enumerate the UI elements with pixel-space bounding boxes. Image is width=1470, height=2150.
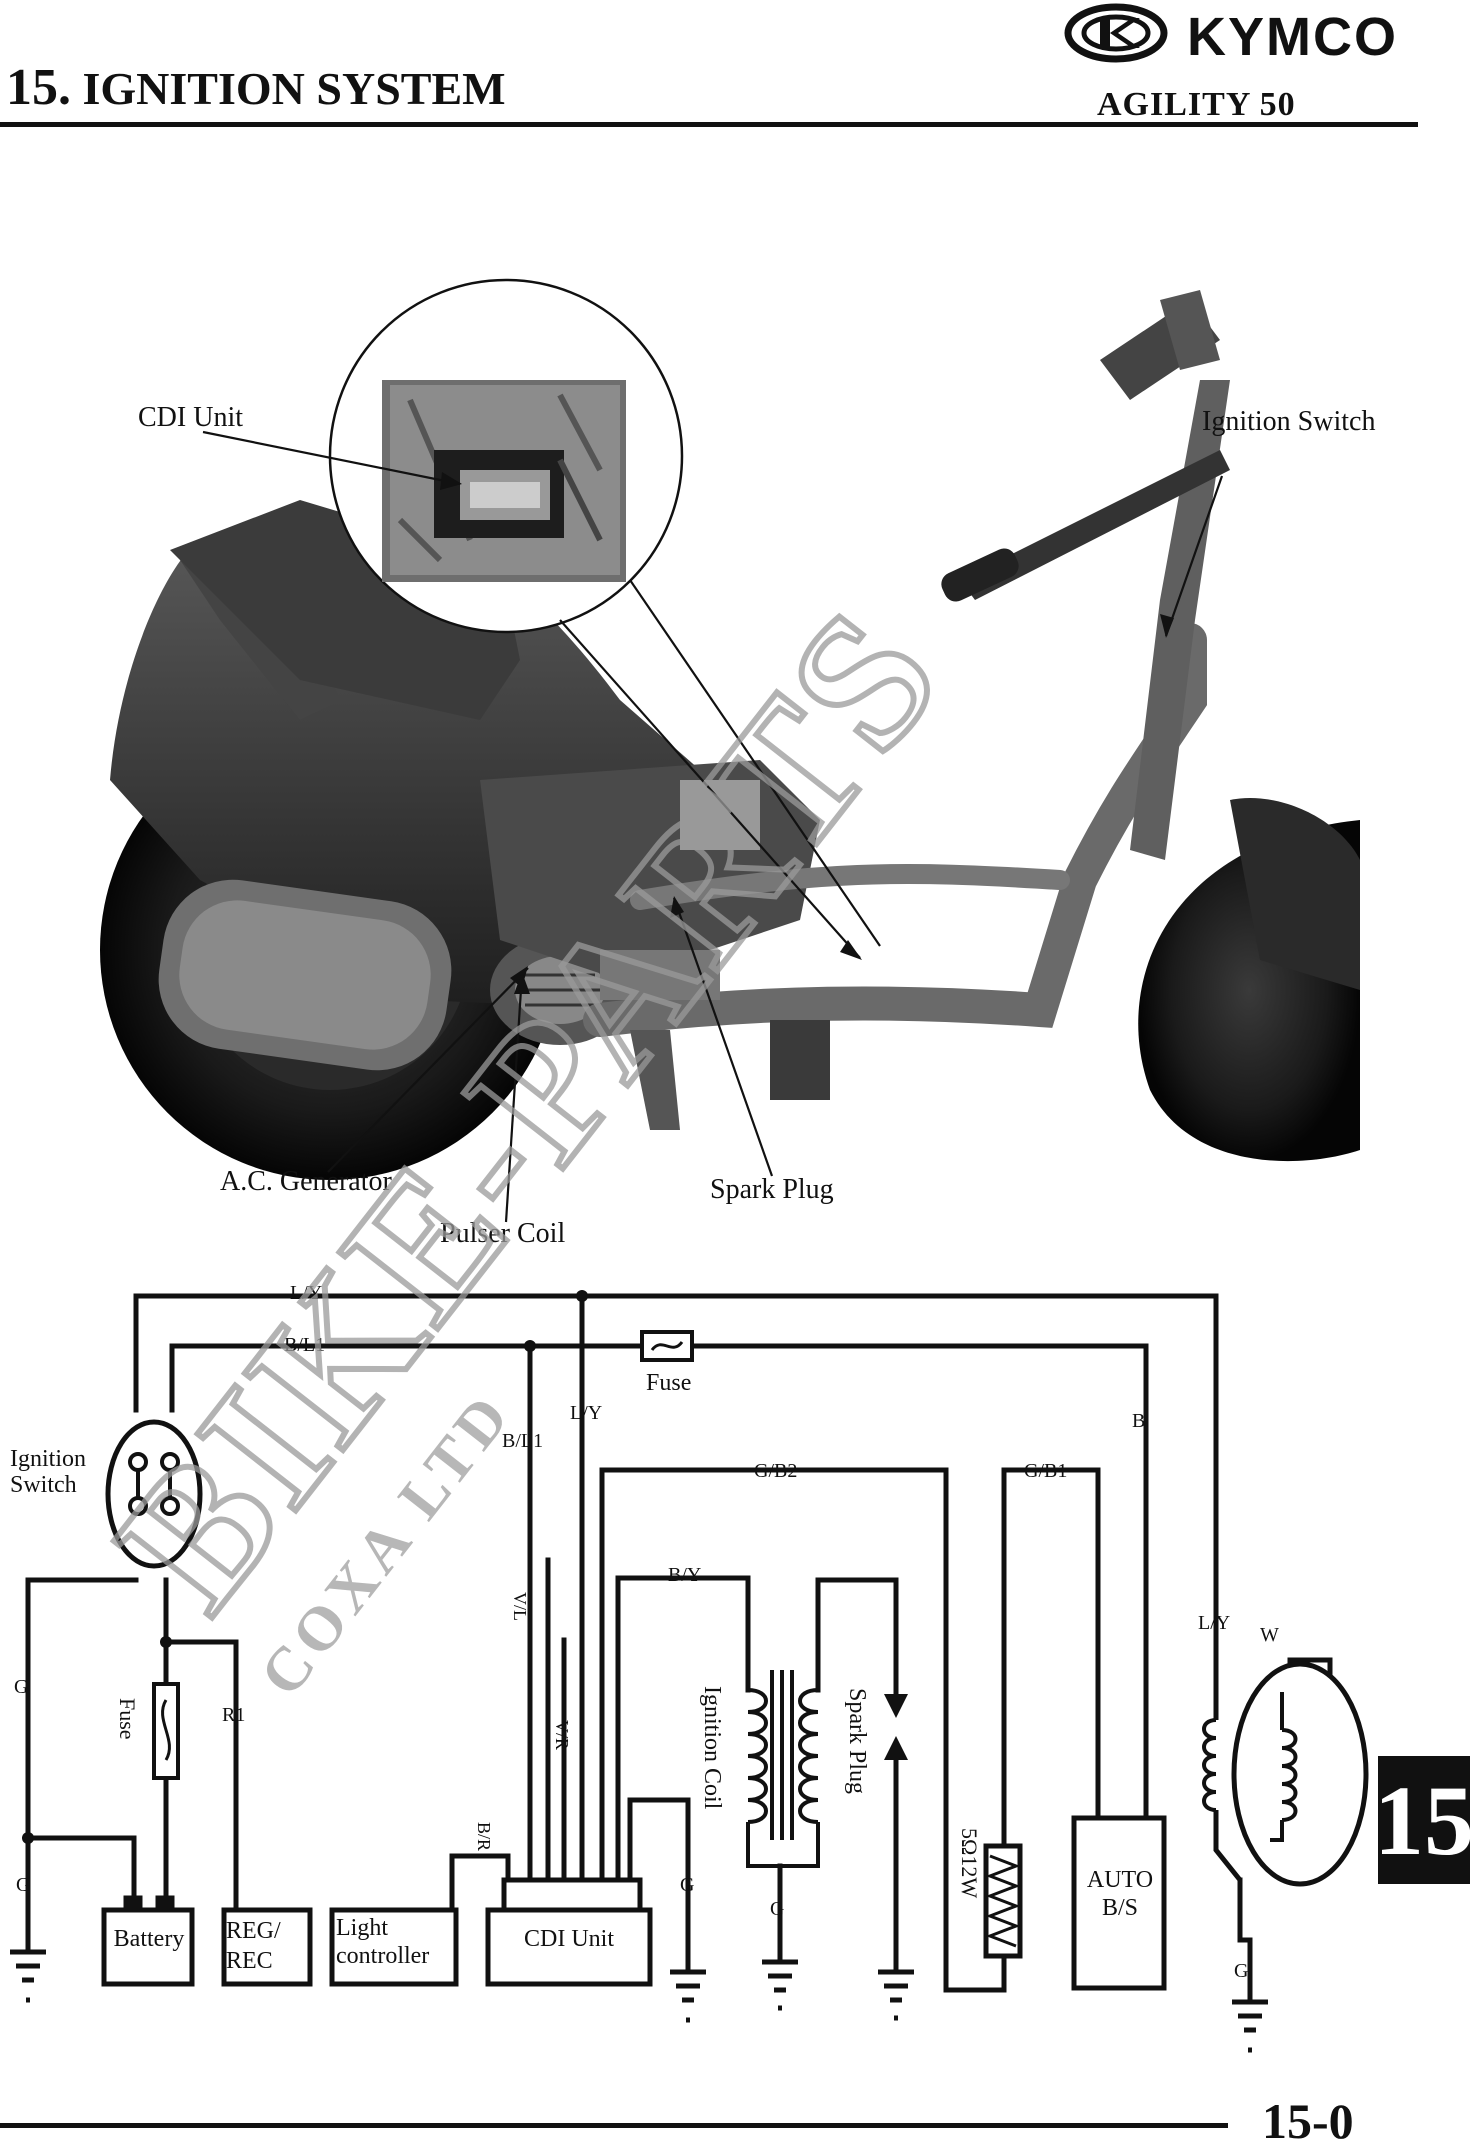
label-wire-by: B/Y bbox=[668, 1564, 702, 1586]
label-wire-b: B bbox=[1132, 1410, 1146, 1432]
label-spark-plug-diagram: Spark Plug bbox=[844, 1688, 870, 1795]
label-ignition-switch: Ignition Switch bbox=[1202, 406, 1376, 437]
handlebar bbox=[941, 290, 1230, 602]
label-wire-ly-mid: L/Y bbox=[570, 1402, 603, 1424]
kymco-logo bbox=[1064, 3, 1168, 63]
steering-column bbox=[1130, 380, 1230, 860]
label-wire-vl: V/L bbox=[510, 1592, 530, 1621]
label-fuse-top: Fuse bbox=[646, 1370, 692, 1396]
leader-lines bbox=[202, 430, 1224, 1223]
wire-gb2 bbox=[599, 1467, 993, 1993]
ac-generator-symbol bbox=[1202, 1661, 1369, 1887]
wire-ly-top bbox=[133, 1293, 1219, 1693]
label-spark-plug: Spark Plug bbox=[710, 1174, 834, 1205]
label-ignition-switch-line2: Switch bbox=[10, 1472, 77, 1498]
chapter-tab: 15 bbox=[1374, 1756, 1470, 1884]
ignition-coil-symbol bbox=[746, 1670, 820, 1868]
label-wire-ly-right: L/Y bbox=[1198, 1612, 1231, 1634]
label-fuse-left: Fuse bbox=[115, 1698, 140, 1740]
light-controller-box bbox=[329, 1907, 459, 1987]
ignition-switch-symbol bbox=[105, 1419, 203, 1569]
label-wire-vr: V/R bbox=[552, 1720, 572, 1751]
label-wire-g-1: G bbox=[16, 1874, 31, 1896]
label-cdi-unit: CDI Unit bbox=[138, 402, 243, 433]
wire-r1 bbox=[163, 1639, 239, 1913]
label-regrec-line1: REG/ bbox=[226, 1918, 281, 1944]
label-ignition-switch-diagram: Ignition Switch bbox=[10, 1446, 86, 1498]
spark-plug-symbol bbox=[884, 1694, 908, 1760]
label-wire-gb1: G/B1 bbox=[1024, 1460, 1068, 1482]
label-wire-w: W bbox=[1260, 1624, 1279, 1646]
component-boxes bbox=[101, 1877, 653, 1987]
wire-by bbox=[615, 1575, 751, 1883]
label-wire-g-left: G bbox=[14, 1676, 29, 1698]
label-light-line1: Light bbox=[336, 1915, 388, 1941]
ignition-coil-photo bbox=[680, 780, 760, 850]
wire-b bbox=[689, 1343, 1149, 1823]
model-name: AGILITY 50 bbox=[1097, 86, 1296, 123]
wiring-diagram bbox=[10, 1290, 1369, 2053]
label-ac-generator: A.C. Generator bbox=[220, 1166, 392, 1197]
label-light-line2: controller bbox=[336, 1943, 430, 1969]
label-auto-bs-line2: B/S bbox=[1101, 1895, 1139, 1921]
page-number: 15-0 bbox=[1262, 2093, 1354, 2149]
label-resistor: 5Ω12W bbox=[957, 1828, 982, 1899]
exhaust-muffler bbox=[158, 879, 452, 1071]
resistor-symbol bbox=[983, 1830, 1023, 1993]
scooter-photo bbox=[100, 278, 1360, 1223]
label-pulser-coil: Pulser Coil bbox=[440, 1218, 566, 1249]
label-wire-g-3: G bbox=[770, 1898, 785, 1920]
brand-name: KYMCO bbox=[1187, 7, 1398, 67]
label-ignition-coil: Ignition Coil bbox=[699, 1686, 725, 1810]
label-wire-g-4: G bbox=[1234, 1960, 1249, 1982]
engine-block bbox=[480, 760, 820, 980]
leader-arrowheads bbox=[440, 472, 1174, 994]
label-regrec: REG/ REC bbox=[226, 1916, 281, 1976]
center-stand bbox=[630, 1030, 680, 1130]
page-title: 15. IGNITION SYSTEM bbox=[6, 58, 506, 117]
wire-br bbox=[449, 1853, 511, 1913]
wire-g-left bbox=[25, 1577, 139, 1953]
label-wire-bl1-mid: B/L1 bbox=[502, 1430, 544, 1452]
front-fender bbox=[1230, 798, 1360, 990]
regrec-box bbox=[221, 1907, 313, 1987]
label-auto-bs: AUTO B/S bbox=[1076, 1866, 1164, 1922]
label-auto-bs-line1: AUTO bbox=[1086, 1867, 1154, 1893]
label-wire-br: B/R bbox=[474, 1822, 494, 1852]
ground-symbols bbox=[10, 1949, 1268, 2053]
chapter-title: IGNITION SYSTEM bbox=[82, 63, 506, 114]
cdi-connector bbox=[501, 1877, 643, 1913]
footer-rule bbox=[0, 2123, 1228, 2128]
junction-dots bbox=[22, 1290, 588, 1844]
battery-box bbox=[101, 1907, 195, 1987]
label-light-controller: Light controller bbox=[336, 1914, 429, 1970]
wire-bl1-top bbox=[169, 1343, 645, 1413]
label-battery: Battery bbox=[113, 1926, 185, 1952]
label-wire-gb2: G/B2 bbox=[754, 1460, 798, 1482]
label-wire-r1: R1 bbox=[222, 1704, 246, 1726]
label-cdi-unit-diagram: CDI Unit bbox=[524, 1926, 614, 1952]
fuse-left-symbol bbox=[152, 1682, 180, 1780]
header-rule bbox=[0, 122, 1418, 127]
label-regrec-line2: REC bbox=[226, 1948, 273, 1974]
fuse-top-symbol bbox=[640, 1330, 694, 1362]
cdi-inset bbox=[328, 278, 684, 634]
label-wire-g-2: G bbox=[680, 1874, 695, 1896]
auto-bs-box bbox=[1071, 1815, 1167, 1991]
wire-gb1 bbox=[1001, 1467, 1101, 1833]
chapter-number: 15. bbox=[6, 59, 71, 116]
label-wire-bl1-top: B/L1 bbox=[284, 1334, 326, 1356]
label-wire-ly-top: L/Y bbox=[290, 1282, 323, 1304]
label-ignition-switch-line1: Ignition bbox=[10, 1446, 86, 1472]
